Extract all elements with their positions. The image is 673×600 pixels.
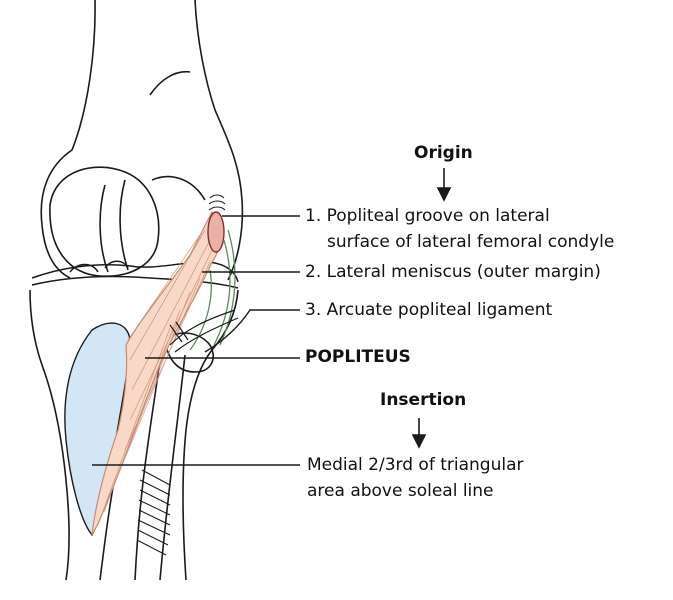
muscle-name: POPLITEUS <box>305 347 411 367</box>
insertion-line2: area above soleal line <box>307 481 494 501</box>
arrows <box>411 168 452 449</box>
arcuate-ligament <box>189 229 236 351</box>
origin-item-1-line2: surface of lateral femoral condyle <box>327 232 615 252</box>
origin-item-1-line1: 1. Popliteal groove on lateral <box>305 206 550 226</box>
origin-popliteal-groove <box>207 211 225 253</box>
origin-heading: Origin <box>414 143 473 163</box>
insertion-arrow-head <box>411 434 427 449</box>
muscle-fibers <box>97 229 213 526</box>
groove-marks <box>208 194 226 211</box>
joint-line <box>31 260 239 289</box>
origin-arrow-head <box>436 187 452 202</box>
pointer-origin-3 <box>204 309 300 353</box>
insertion-heading: Insertion <box>380 390 467 410</box>
femur-outline <box>40 0 244 281</box>
pointer-lines <box>92 215 300 466</box>
origin-item-2: 2. Lateral meniscus (outer margin) <box>305 262 601 282</box>
insertion-line1: Medial 2/3rd of triangular <box>307 455 524 475</box>
soleal-hatching <box>136 469 171 556</box>
arcuate-ligament-outline <box>169 309 239 353</box>
origin-item-3: 3. Arcuate popliteal ligament <box>305 300 553 320</box>
